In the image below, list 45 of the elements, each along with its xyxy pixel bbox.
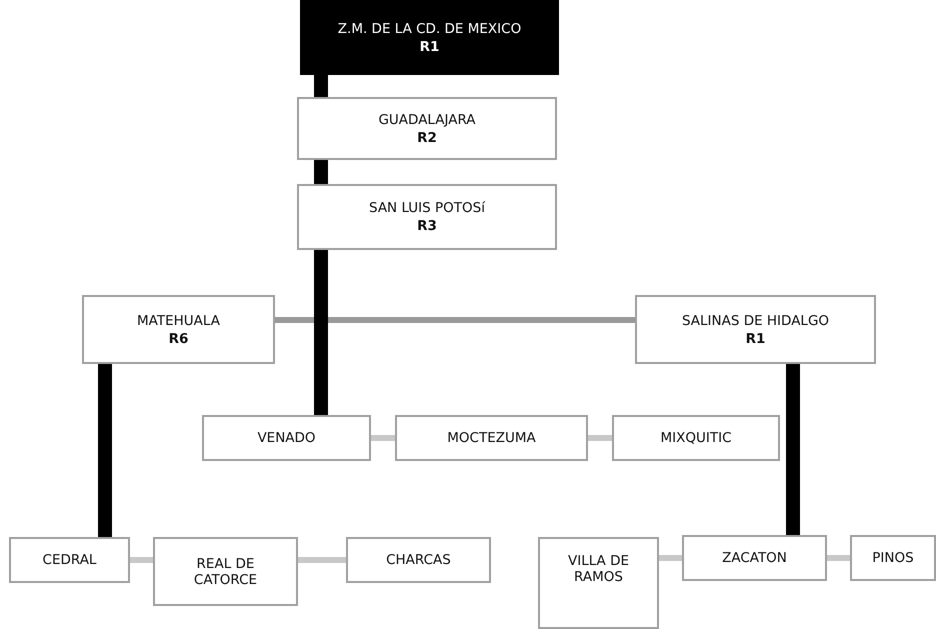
location-box [153, 537, 298, 606]
region-code: R2 [417, 130, 437, 146]
place-name: SALINAS DE HIDALGO [682, 312, 830, 328]
region-code: R1 [746, 330, 766, 346]
place-name: Z.M. DE LA CD. DE MEXICO [338, 20, 522, 36]
region-code: R3 [417, 218, 437, 234]
location-box [300, 0, 559, 75]
location-box [612, 415, 780, 461]
place-name: MOCTEZUMA [447, 430, 536, 446]
connector-line [786, 364, 800, 535]
place-name: VENADO [257, 430, 316, 446]
connector-line [659, 555, 682, 561]
location-box [202, 415, 371, 461]
place-name: SAN LUIS POTOSí [369, 200, 485, 216]
location-box [297, 184, 557, 250]
place-name: REAL DE CATORCE [192, 556, 258, 588]
location-box [82, 295, 275, 364]
place-name: VILLA DE RAMOS [566, 553, 630, 585]
place-name: GUADALAJARA [378, 112, 476, 128]
place-name: MIXQUITIC [660, 430, 732, 446]
place-name: CEDRAL [42, 552, 96, 568]
connector-line [314, 160, 328, 184]
place-name: PINOS [872, 550, 914, 566]
connector-line [371, 435, 395, 441]
location-box [635, 295, 876, 364]
connector-line [130, 557, 153, 563]
location-box [395, 415, 588, 461]
location-box [682, 535, 827, 581]
location-box [297, 97, 557, 160]
region-code: R6 [168, 330, 188, 346]
location-box [9, 537, 130, 583]
location-box [346, 537, 491, 583]
connector-line [314, 250, 328, 415]
connector-line [588, 435, 612, 441]
connector-line [298, 557, 346, 563]
connector-line [314, 75, 328, 97]
place-name: ZACATON [722, 550, 787, 566]
region-code: R1 [420, 38, 440, 54]
connector-line [827, 555, 850, 561]
location-box [538, 537, 659, 629]
location-box [850, 535, 936, 581]
place-name: MATEHUALA [137, 312, 220, 328]
place-name: CHARCAS [386, 552, 451, 568]
connector-line [98, 364, 112, 537]
connector-line [275, 317, 635, 323]
